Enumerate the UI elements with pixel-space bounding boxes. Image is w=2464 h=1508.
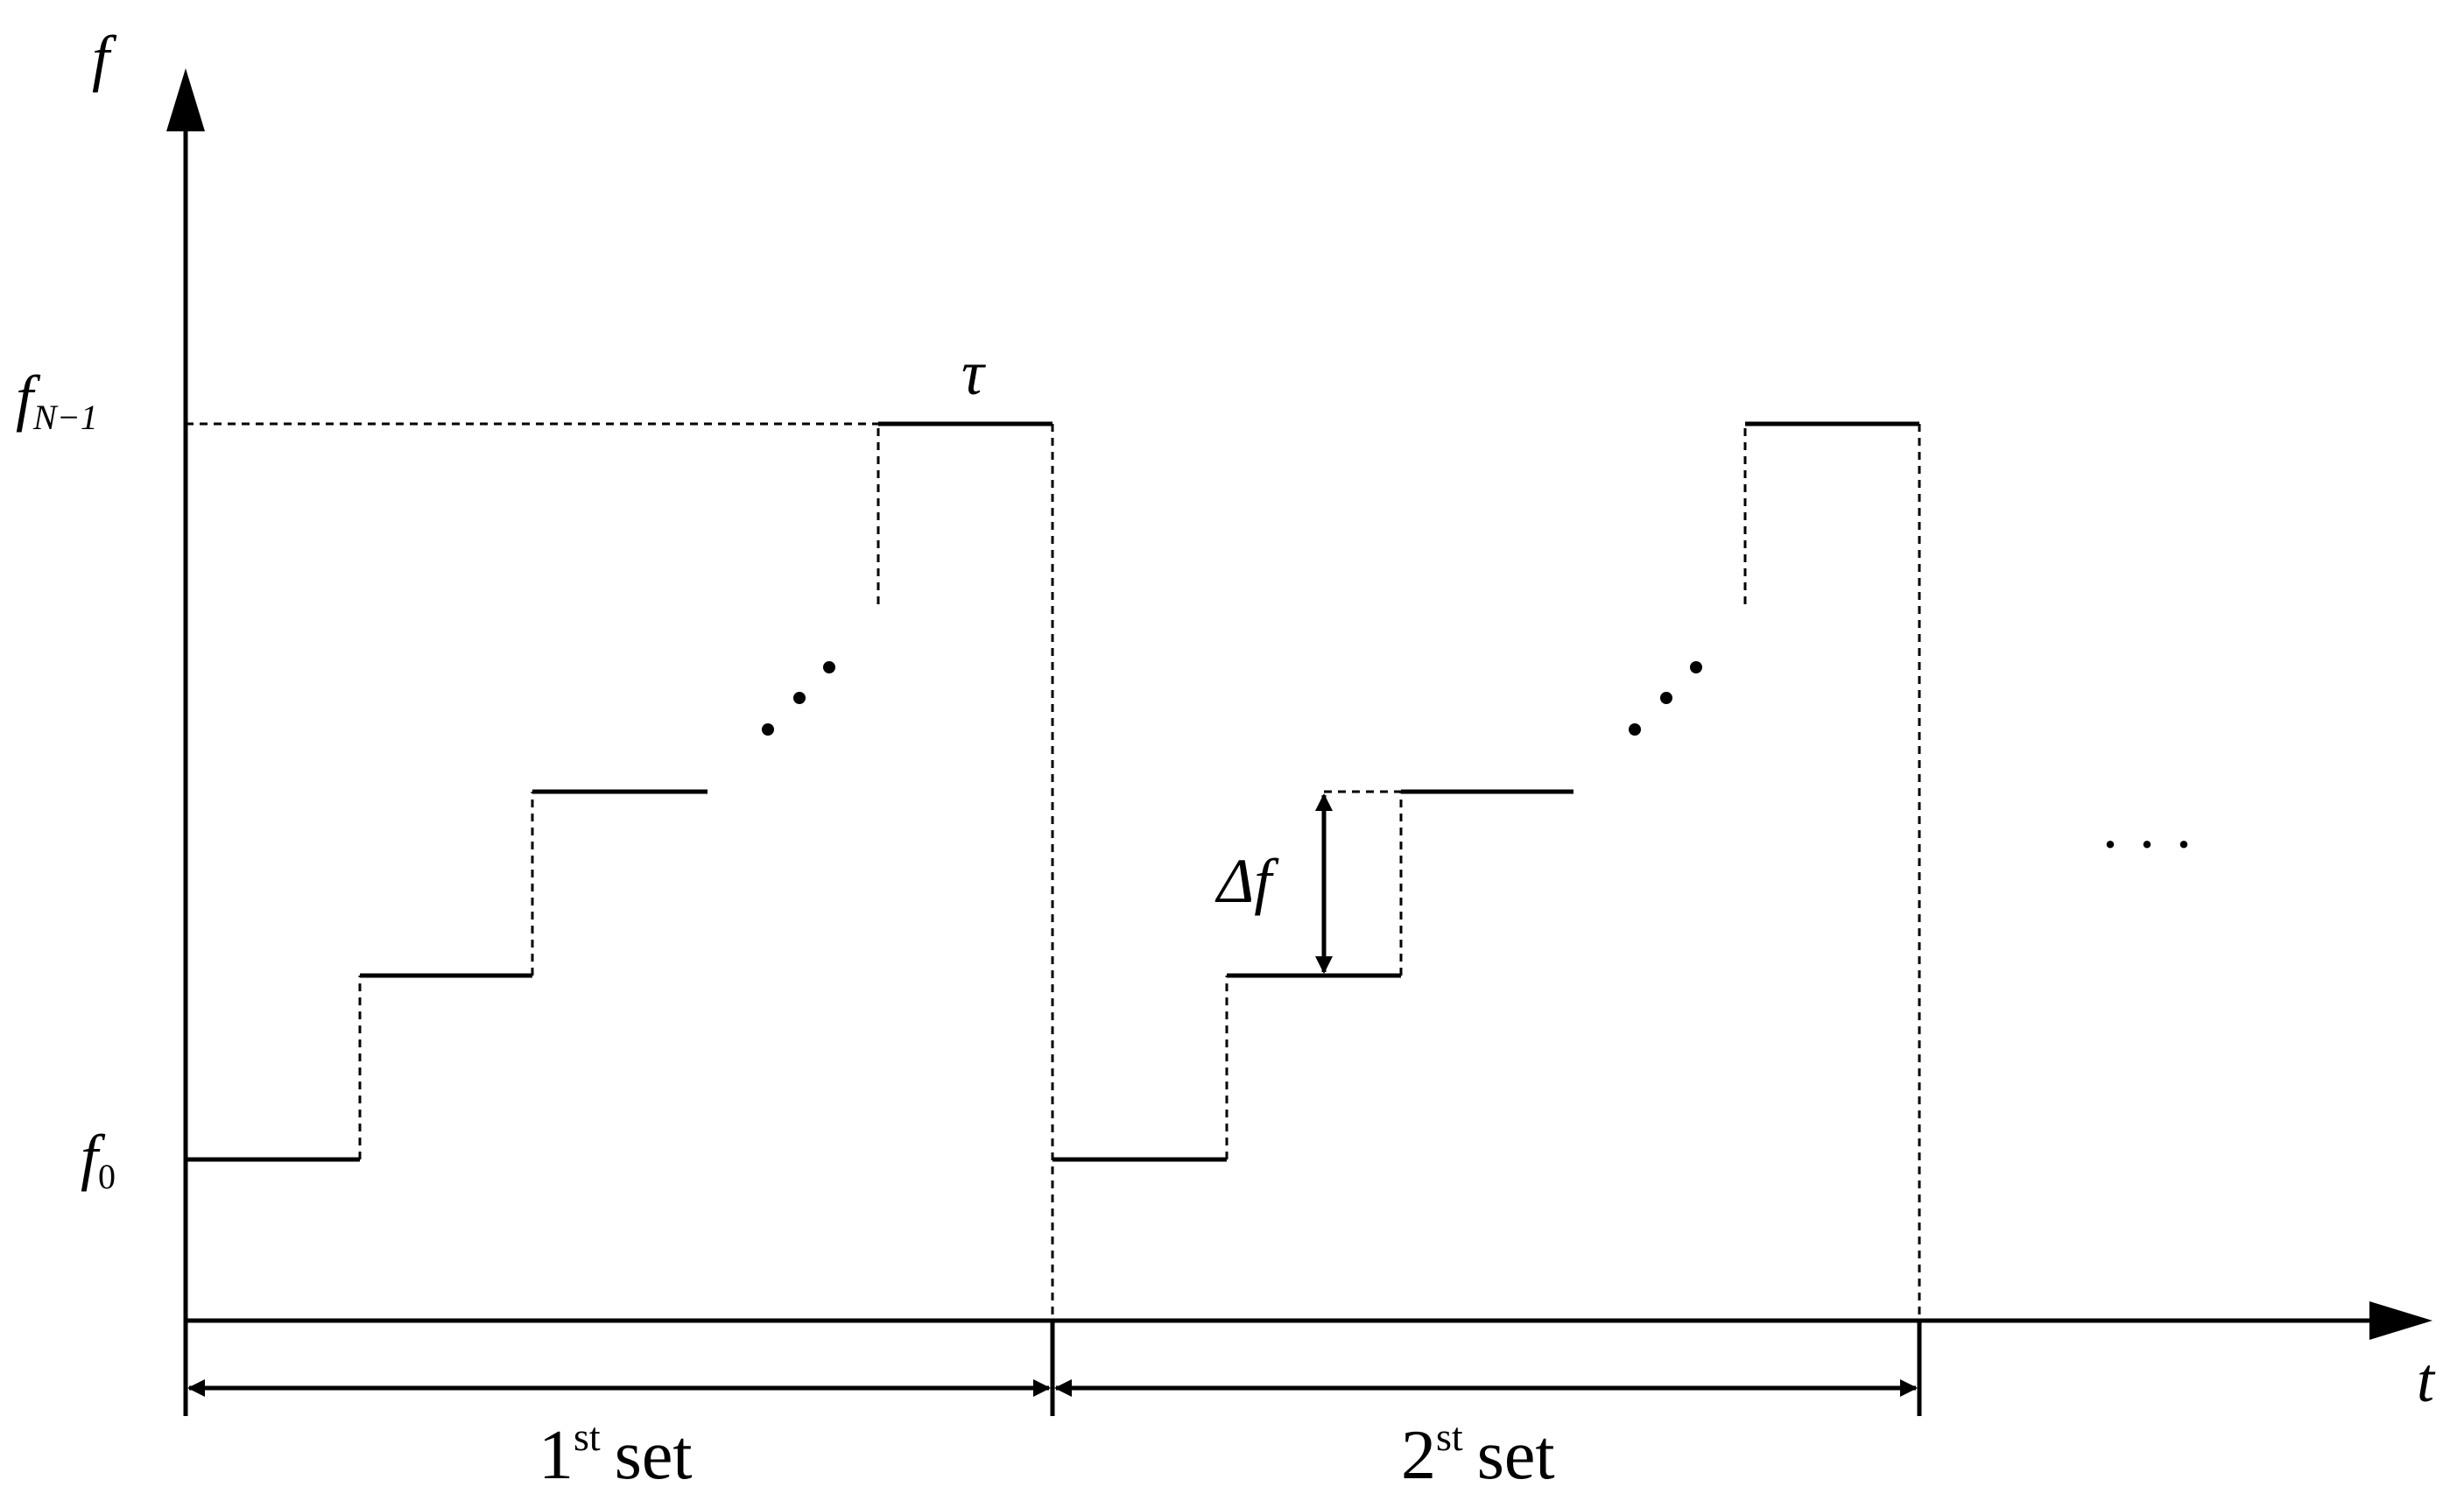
set-span-markers <box>183 1321 1922 1416</box>
x-axis-label: t <box>2417 1345 2436 1415</box>
set-2-steps <box>1052 421 1921 1321</box>
x-axis-arrowhead <box>2369 1301 2432 1340</box>
ellipsis-set-2 <box>1629 661 1702 736</box>
delta-f-label: Δf <box>1214 846 1279 916</box>
y-axis-label: f <box>92 23 117 93</box>
tau-label: τ <box>961 338 986 408</box>
continuation-ellipsis: · · · <box>2100 809 2194 879</box>
set-1-steps <box>186 421 1054 1321</box>
ellipsis-set-1 <box>762 661 835 736</box>
f0-label: f0 <box>81 1122 116 1196</box>
fn-minus-1-label: fN−1 <box>16 363 98 437</box>
y-axis-arrowhead <box>166 68 205 131</box>
axes <box>166 68 2432 1416</box>
